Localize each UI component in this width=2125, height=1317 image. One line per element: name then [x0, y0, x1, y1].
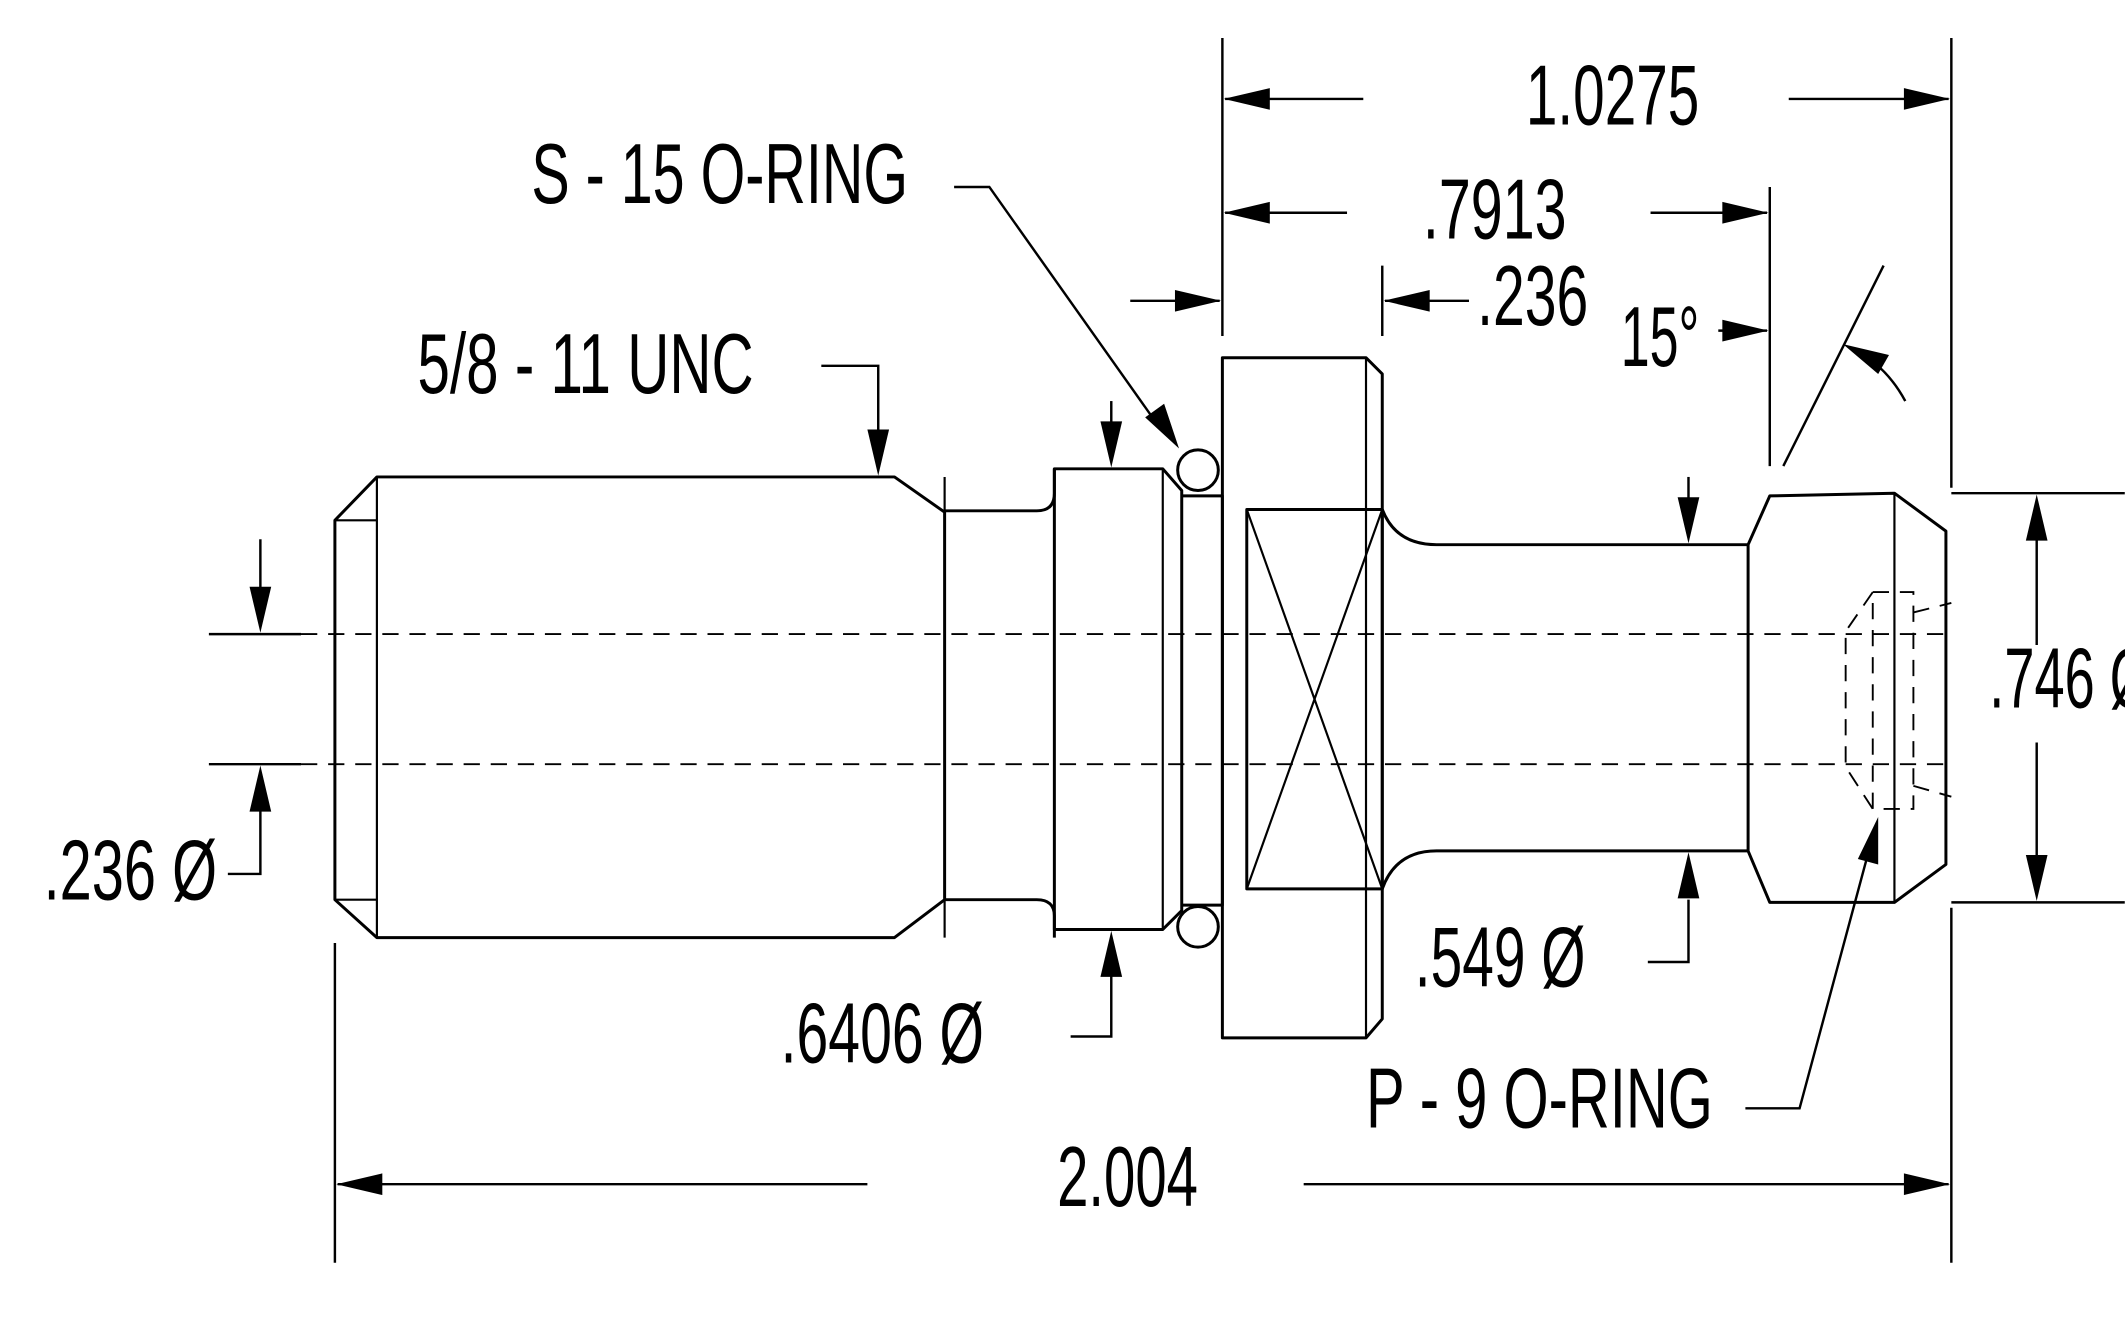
- neck-length-arrow-left: [1223, 201, 1270, 224]
- bore-dia-lower-leader: [227, 810, 262, 876]
- taper-angle-label: 15°: [1621, 290, 1700, 385]
- s15-oring-top: [1176, 448, 1220, 492]
- head-length-label: 1.0275: [1526, 49, 1699, 144]
- pull-stud-neck: [1380, 508, 1749, 890]
- groove-dia-arrow-bottom: [1100, 930, 1123, 977]
- part-outline: [301, 356, 1952, 1040]
- taper-arrow-right: [1722, 319, 1769, 342]
- neck-dia-arrow-top: [1677, 497, 1700, 544]
- s15-oring-bottom: [1176, 904, 1220, 949]
- flats-diagonal-2: [1245, 509, 1384, 890]
- s15-leader-arrow: [1145, 403, 1180, 449]
- neck-dia-label: .549 Ø: [1415, 910, 1586, 1005]
- taper-arc-arrow: [1842, 344, 1890, 374]
- p9-leader-arrow: [1857, 817, 1879, 865]
- thread-leader: [821, 364, 880, 431]
- neck-dia-arrow-bottom: [1677, 852, 1700, 899]
- flange-width-arrow-right: [1383, 289, 1430, 312]
- bore-dia-arrow-top: [249, 586, 272, 633]
- flange-width-label: .236: [1477, 249, 1588, 344]
- threaded-shank: [333, 475, 947, 940]
- neck-length-label: .7913: [1423, 162, 1567, 257]
- groove-dia-lower-leader: [1070, 975, 1113, 1038]
- groove-lip: [1181, 494, 1224, 907]
- s15-oring-label: S - 15 O-RING: [531, 127, 908, 222]
- head-length-arrow-left: [1223, 88, 1270, 110]
- head-dia-label: .746 Ø: [1989, 631, 2125, 726]
- p9-oring-label: P - 9 O-RING: [1366, 1051, 1713, 1146]
- groove-dia-label: .6406 Ø: [781, 986, 984, 1081]
- thread-leader-arrow: [867, 429, 890, 476]
- pull-stud-head: [1746, 491, 1948, 904]
- p9-groove-hidden: [1871, 591, 1915, 810]
- p9-leader: [1745, 856, 1869, 1110]
- overall-arrow-right: [1903, 1173, 1950, 1196]
- s15-leader: [954, 185, 1162, 429]
- head-dia-arrow-bottom: [2025, 854, 2048, 902]
- overall-length-label: 2.004: [1057, 1130, 1198, 1225]
- neck-dia-lower-leader: [1647, 899, 1690, 964]
- wrench-flats: [1245, 507, 1384, 891]
- thread-spec-label: 5/8 - 11 UNC: [418, 317, 754, 412]
- overall-arrow-left: [336, 1173, 383, 1196]
- flange-width-arrow-left: [1174, 289, 1222, 312]
- p9-groove-taper: [1844, 591, 1952, 810]
- head-length-arrow-right: [1903, 88, 1950, 110]
- dimension-lines: [208, 37, 2125, 1263]
- taper-extension-line: [1782, 265, 1885, 467]
- neck-length-arrow-right: [1722, 201, 1769, 224]
- undercut-neck: [944, 468, 1056, 938]
- groove-dia-arrow-top: [1100, 421, 1123, 468]
- head-dia-arrow-top: [2025, 494, 2048, 541]
- dimension-labels: 2.004 1.0275 .7913 .236 15° 5/8 - 11 UNC…: [44, 49, 2125, 1225]
- bore-dia-arrow-bottom: [249, 765, 272, 812]
- bore-dia-label: .236 Ø: [44, 824, 217, 919]
